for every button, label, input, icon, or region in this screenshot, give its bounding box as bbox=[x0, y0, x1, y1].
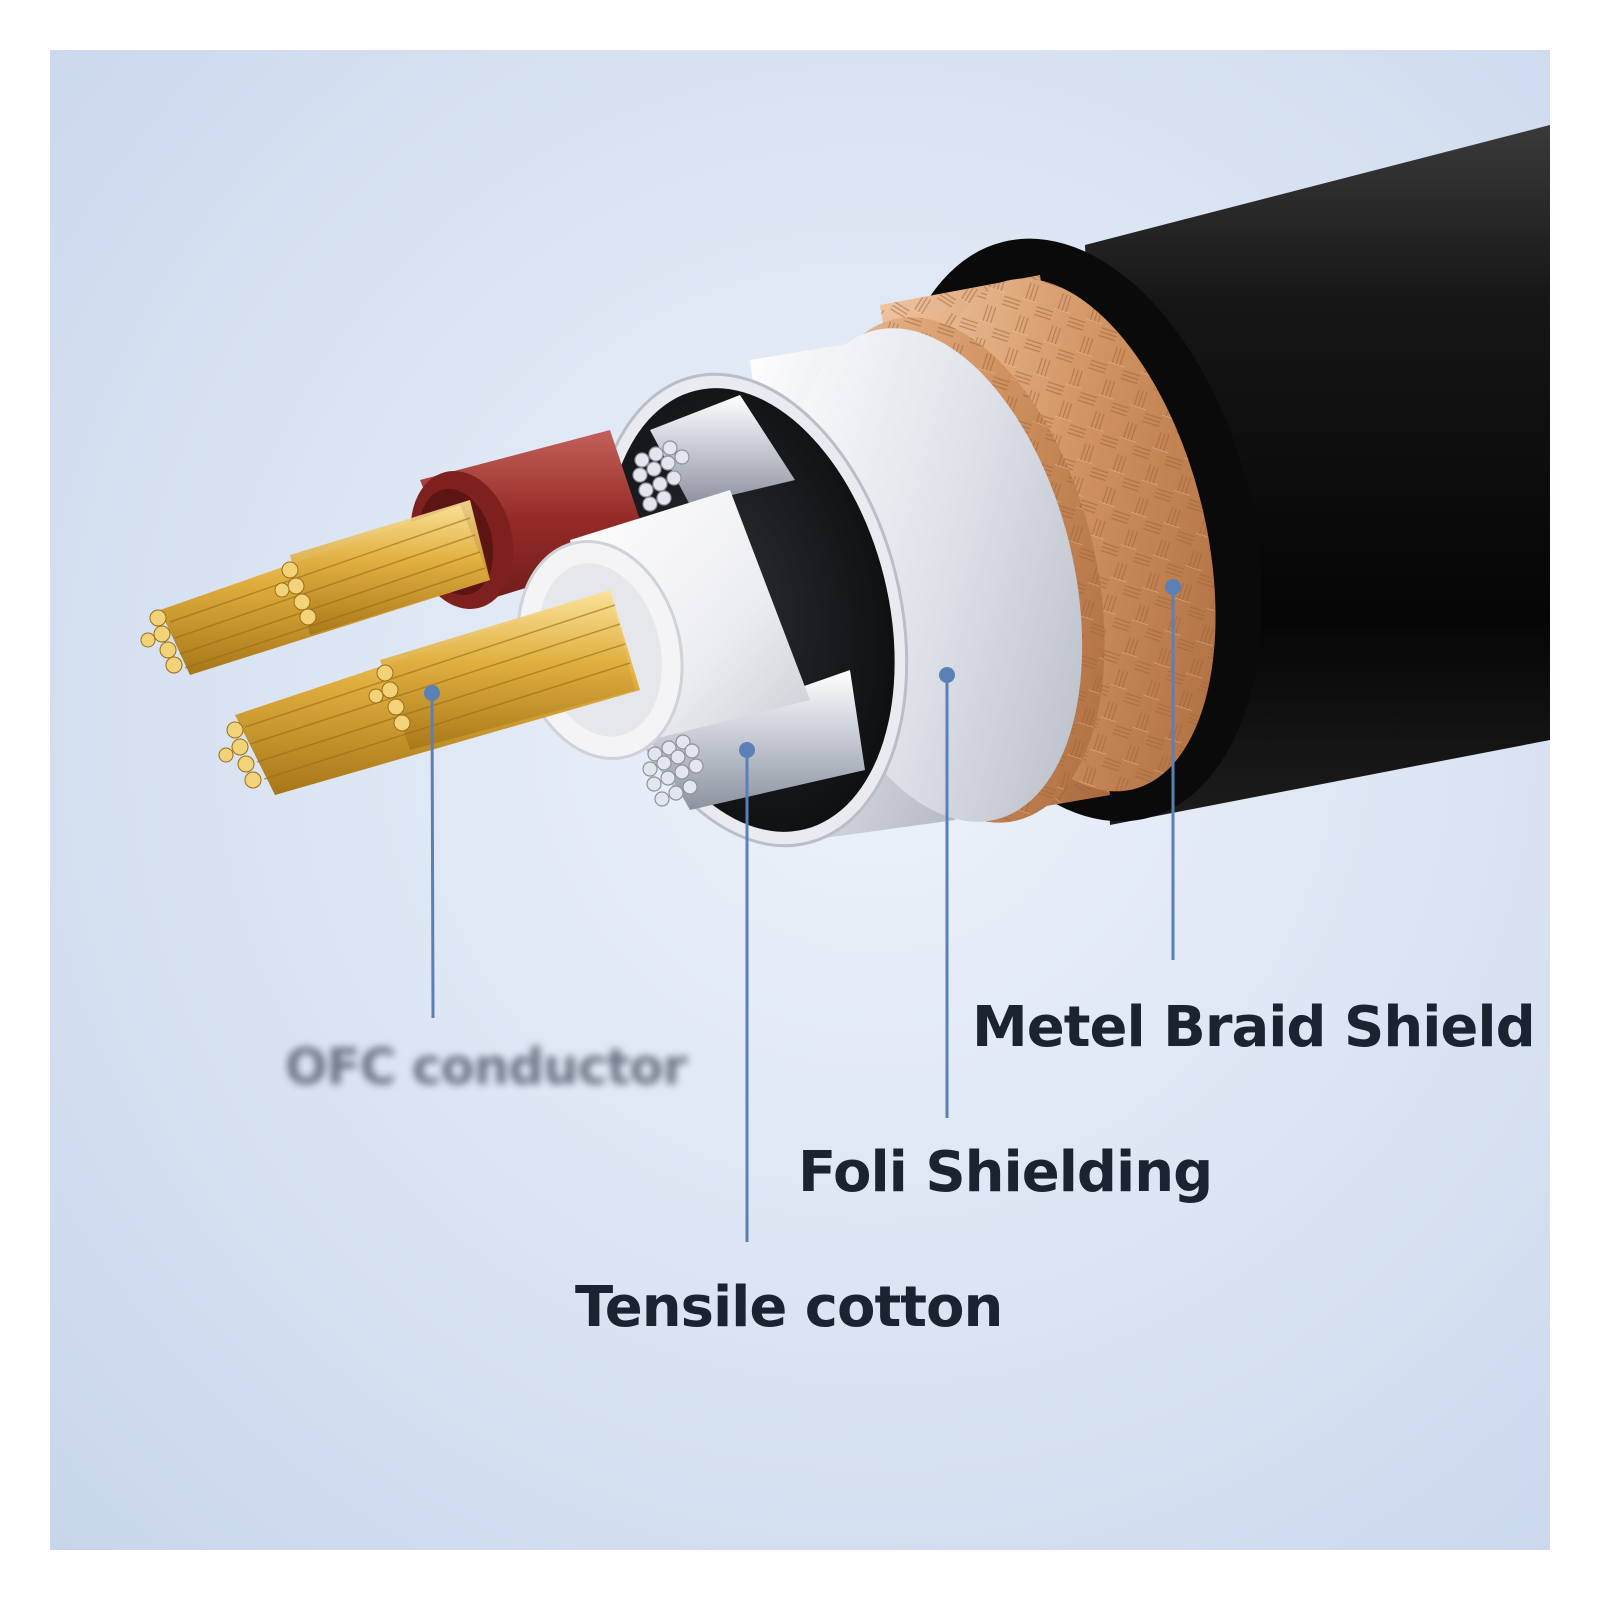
gold-conductor-upper bbox=[140, 500, 490, 675]
leader-ofc-conductor bbox=[424, 685, 440, 1019]
leader-tensile-cotton bbox=[739, 742, 755, 1242]
foil-shielding-label: Foli Shielding bbox=[798, 1140, 1213, 1205]
leader-braid-shield bbox=[1165, 579, 1181, 960]
leader-foil-shielding bbox=[939, 667, 955, 1118]
tensile-cotton-label: Tensile cotton bbox=[575, 1275, 1003, 1340]
leader-lines bbox=[424, 579, 1181, 1242]
cable-cross-section-illustration: OFC conductor Metel Braid Shield Foli Sh… bbox=[50, 50, 1550, 1550]
cable-diagram bbox=[140, 125, 1550, 1242]
ofc-conductor-label: OFC conductor bbox=[285, 1038, 687, 1096]
tensile-cotton-strands bbox=[632, 395, 865, 810]
metal-braid-shield-label: Metel Braid Shield bbox=[972, 995, 1536, 1060]
